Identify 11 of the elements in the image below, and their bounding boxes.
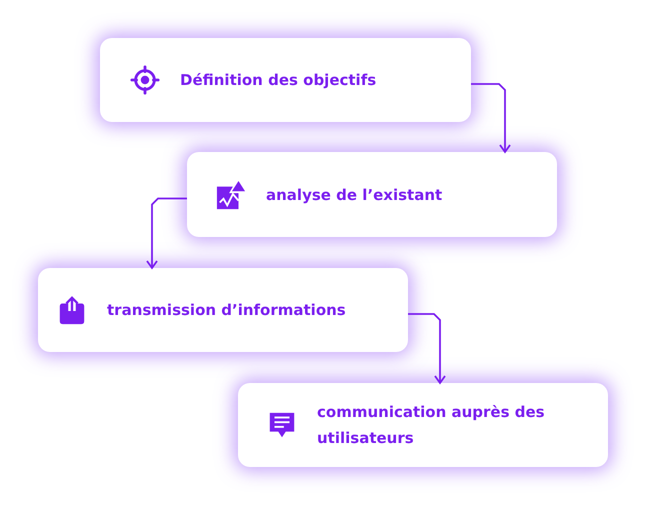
arrow	[408, 313, 446, 384]
step-card	[187, 152, 557, 237]
step-card	[100, 38, 471, 122]
step-label: transmission d’informations	[107, 300, 347, 321]
step-label: analyse de l’existant	[266, 184, 444, 206]
step-card	[238, 383, 608, 467]
step-label: communication auprès des utilisateurs	[317, 402, 546, 449]
step-card	[38, 268, 408, 352]
arrow	[471, 83, 511, 153]
arrow	[146, 198, 187, 269]
step-label: Définition des objectifs	[180, 70, 378, 91]
